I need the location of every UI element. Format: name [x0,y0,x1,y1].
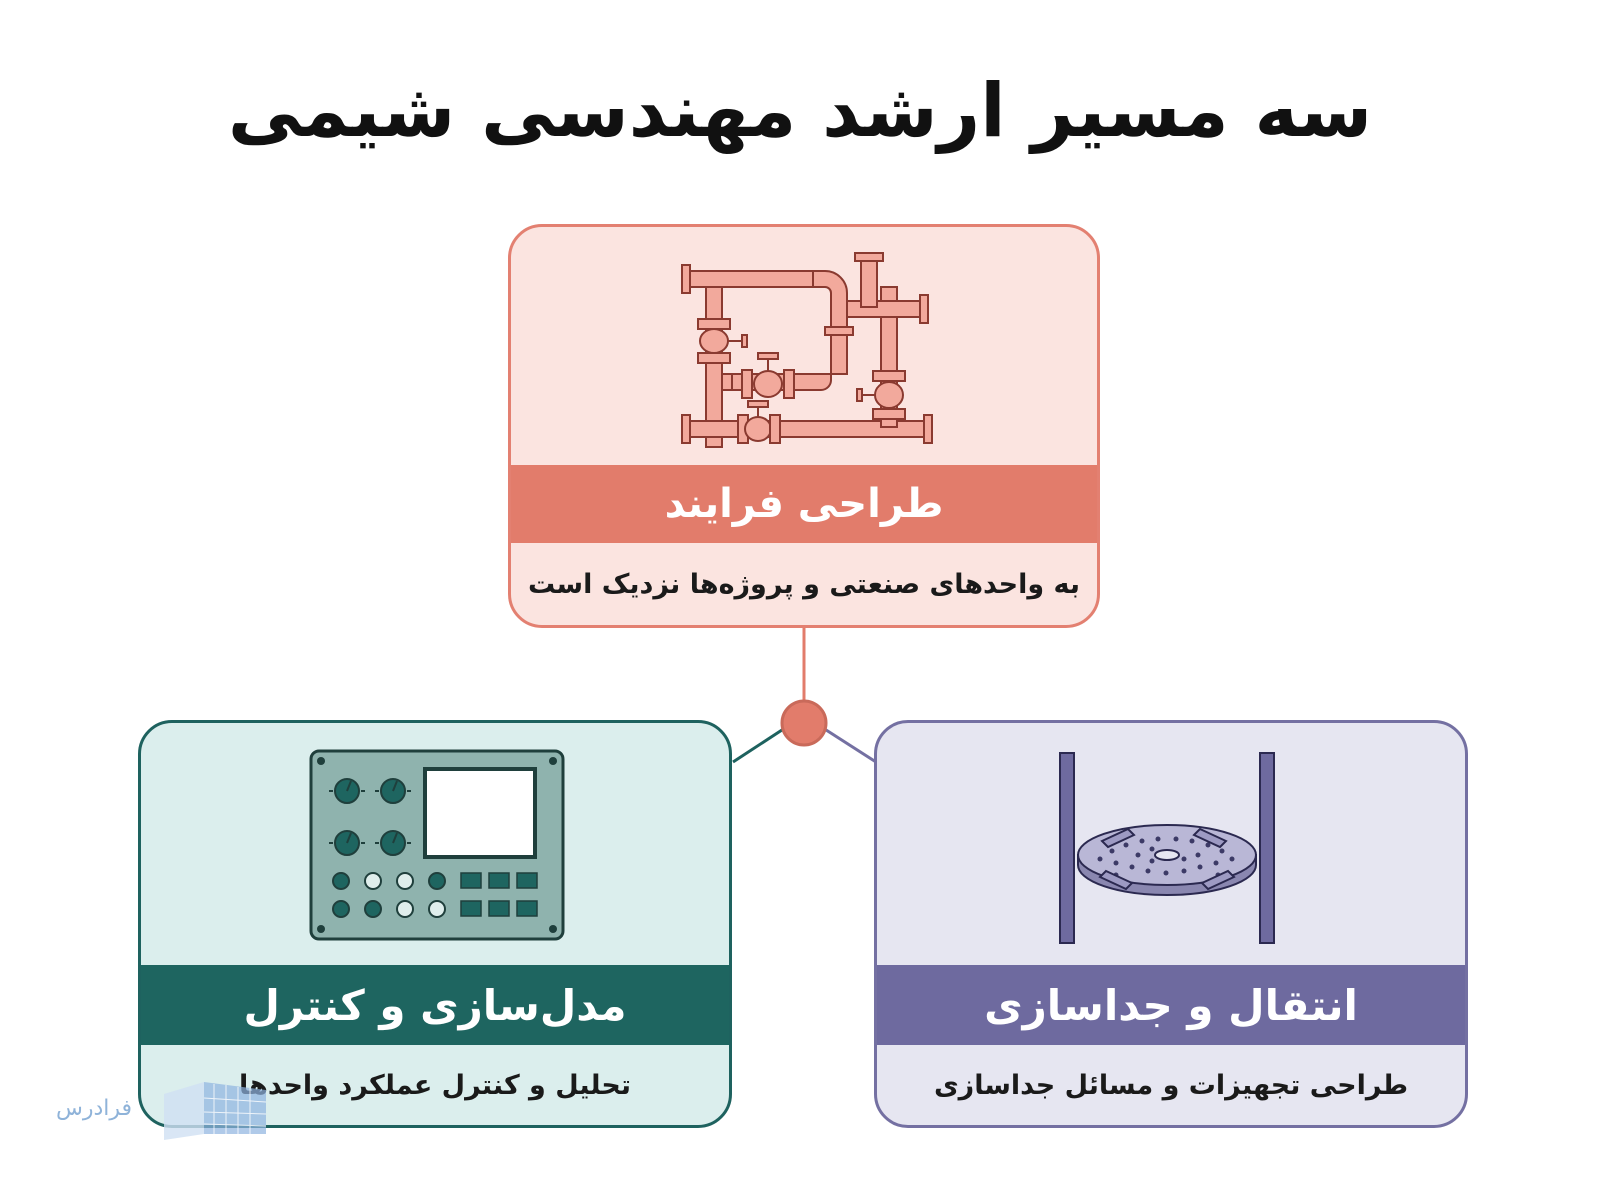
watermark-text: فرادرس [56,1096,133,1121]
faradars-logo-icon [164,1082,267,1140]
card-process-design: طراحی فرایند به واحدهای صنعتی و پروژه‌ها… [508,224,1100,628]
card-subtitle: به واحدهای صنعتی و پروژه‌ها نزدیک است [527,568,1081,600]
connector-left [732,726,786,764]
piping-valves-icon [681,252,933,448]
card-title: انتقال و جداسازی [877,965,1465,1045]
card-modeling-control: مدل‌سازی و کنترل تحلیل و کنترل عملکرد وا… [138,720,732,1128]
card-title: طراحی فرایند [511,465,1097,543]
card-subtitle: تحلیل و کنترل عملکرد واحدها [239,1069,631,1101]
page-title: سه مسیر ارشد مهندسی شیمی [227,68,1373,154]
control-panel-icon [309,749,565,941]
card-transfer-separation: انتقال و جداسازی طراحی تجهیزات و مسائل ج… [874,720,1468,1128]
hub-node-icon [780,699,828,747]
card-title: مدل‌سازی و کنترل [141,965,729,1045]
card-subtitle: طراحی تجهیزات و مسائل جداسازی [933,1069,1409,1101]
distillation-tray-icon [1059,752,1275,944]
connector-right [822,726,877,764]
